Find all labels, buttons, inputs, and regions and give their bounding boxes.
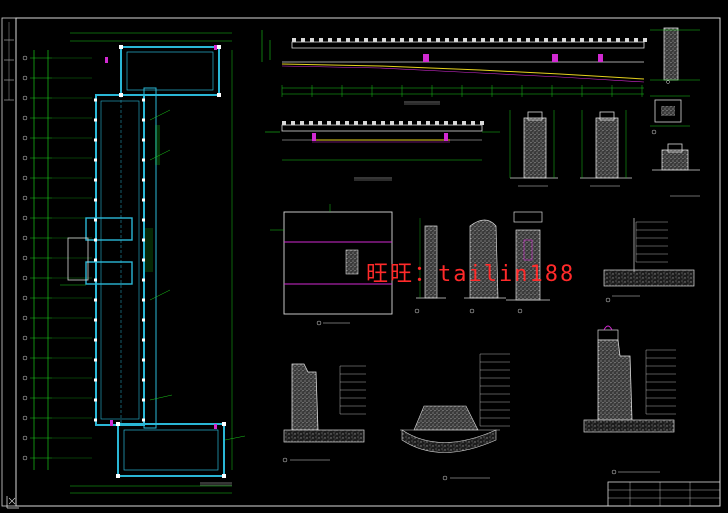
roof-parapet [292,38,647,42]
spec-leaders-right [635,221,668,263]
wall-section-c [506,211,550,314]
small-details-right [650,95,700,197]
foundation-detail-right [603,218,695,303]
long-section-view [265,121,500,181]
spec-leaders-b2 [479,353,510,427]
spec-leaders-b1 [339,365,366,415]
retaining-wall-detail-2 [583,325,676,475]
floor-plan [22,32,246,494]
spec-leaders-b3 [645,349,676,415]
section-parapet [282,121,484,125]
axis-ticks-left [22,55,92,461]
elevation-view [261,27,700,105]
ucs-axis-icon [6,496,19,509]
wall-section-b [464,219,506,314]
column-markers [94,45,226,478]
enlarged-plan-detail [270,204,393,326]
drain-channel-detail [400,353,510,481]
retaining-wall-detail-1 [282,363,366,463]
binding-margin-marks [4,22,14,101]
binding-margin [1,17,17,507]
wall-section-a [414,218,446,314]
elevation-dimension-ticks [281,85,643,97]
title-block [607,481,721,507]
column-detail-2 [580,110,632,187]
column-detail-1 [509,110,558,187]
watermark: 旺旺：tailin188 [366,262,576,287]
